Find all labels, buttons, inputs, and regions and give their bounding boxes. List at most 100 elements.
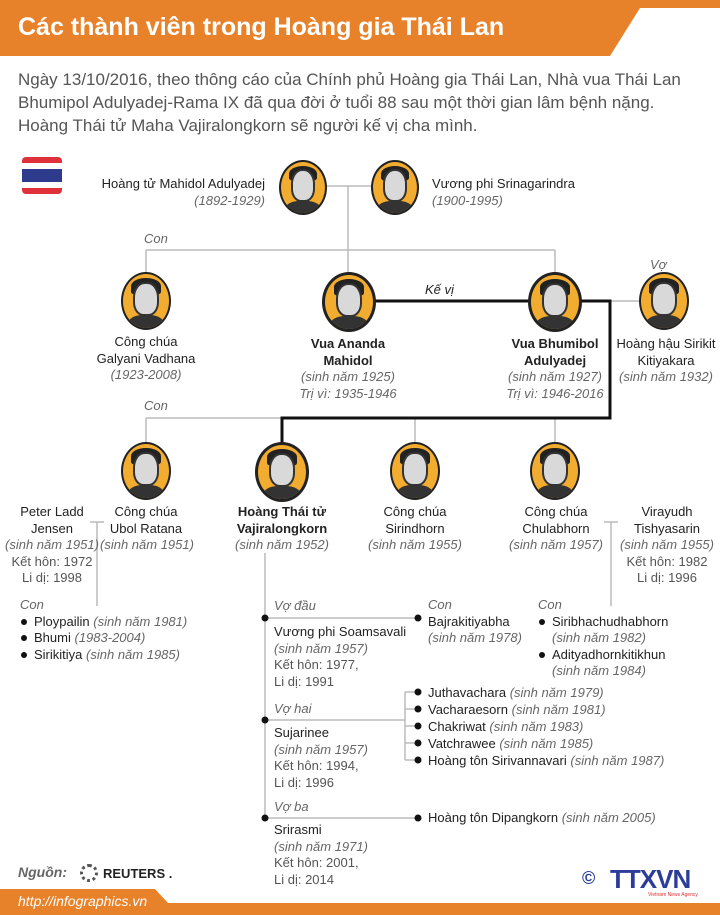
portrait-ananda <box>322 272 376 332</box>
label-succession: Kế vị <box>425 282 454 297</box>
person-dates: (sinh năm 1955) <box>620 537 714 552</box>
person-reign: Trị vì: 1946-2016 <box>506 385 604 401</box>
thailand-flag-icon <box>22 157 62 194</box>
marriage-year: Kết hôn: 1972 <box>11 553 93 569</box>
person-dates: (sinh năm 1932) <box>619 369 713 384</box>
child-item: Chakriwat (sinh năm 1983) <box>428 719 584 734</box>
person-reign: Trị vì: 1935-1946 <box>299 385 397 401</box>
label-con: Con <box>538 597 562 612</box>
wife1-children: Con Bajrakitiyabha (sinh năm 1978) <box>428 597 522 647</box>
divorce-year: Li dị: 1991 <box>274 673 334 689</box>
person-name: Tishyasarin <box>634 520 700 536</box>
label-con: Con <box>428 597 452 612</box>
portrait-sirindhorn <box>390 442 440 500</box>
person-name: Galyani Vadhana <box>96 350 196 366</box>
chulabhorn-children: Con Siribhachudhabhorn(sinh năm 1982) Ad… <box>538 597 668 680</box>
person-name: Vua Bhumibol <box>511 336 599 351</box>
child-item: Hoàng tôn Dipangkorn (sinh năm 2005) <box>428 810 656 825</box>
intro-line: Hoàng Thái tử Maha Vajiralongkorn sẽ ngư… <box>18 116 478 135</box>
child-item: Ploypailin (sinh năm 1981) <box>20 614 187 631</box>
portrait-bhumibol <box>528 272 582 332</box>
person-name: Hoàng tử Mahidol Adulyadej <box>101 176 265 191</box>
person-bhumibol: Vua Bhumibol Adulyadej (sinh năm 1927) T… <box>495 336 615 402</box>
wife-srirasmi: Srirasmi (sinh năm 1971) Kết hôn: 2001, … <box>274 822 368 888</box>
person-name: Srirasmi <box>274 822 322 837</box>
child-item: Juthavachara (sinh năm 1979) <box>428 685 604 700</box>
person-ubol-ratana: Công chúa Ubol Ratana (sinh năm 1951) <box>100 504 194 554</box>
child-item: Adityadhornkitikhun(sinh năm 1984) <box>538 647 668 680</box>
person-ananda: Vua Ananda Mahidol (sinh năm 1925) Trị v… <box>288 336 408 402</box>
footer-banner <box>0 889 720 915</box>
source-name: REUTERS . <box>103 866 173 881</box>
person-dates: (sinh năm 1952) <box>235 537 329 552</box>
person-name: Công chúa <box>524 504 588 519</box>
person-dates: (1900-1995) <box>432 192 503 208</box>
person-srinagarindra: Vương phi Srinagarindra (1900-1995) <box>432 176 575 209</box>
person-sirindhorn: Công chúa Sirindhorn (sinh năm 1955) <box>360 504 470 554</box>
label-con: Con <box>144 231 168 246</box>
marriage-year: Kết hôn: 1994, <box>274 758 359 773</box>
portrait-mahidol <box>279 160 327 215</box>
person-mahidol: Hoàng tử Mahidol Adulyadej (1892-1929) <box>102 176 265 209</box>
label-first-wife: Vợ đầu <box>274 598 316 613</box>
person-name: Hoàng Thái tử <box>237 504 327 519</box>
person-name: Sirindhorn <box>385 520 445 536</box>
intro-line: Bhumipol Adulyadej-Rama IX đã qua đời ở … <box>18 93 655 112</box>
wife2-children: Juthavachara (sinh năm 1979) Vacharaesor… <box>428 684 664 769</box>
label-third-wife: Vợ ba <box>274 799 309 814</box>
person-name: Vajiralongkorn <box>236 520 328 536</box>
person-name: Công chúa <box>114 334 178 349</box>
child-name: Bajrakitiyabha <box>428 613 510 629</box>
person-dates: (sinh năm 1957) <box>509 537 603 552</box>
person-dates: (sinh năm 1925) <box>301 369 395 384</box>
person-name: Ubol Ratana <box>109 520 183 536</box>
person-name: Mahidol <box>323 352 373 368</box>
intro-line: Ngày 13/10/2016, theo thông cáo của Chín… <box>18 70 681 89</box>
person-name: Chulabhorn <box>522 520 590 536</box>
marriage-year: Kết hôn: 1977, <box>274 657 359 672</box>
child-item: Sirikitiya (sinh năm 1985) <box>20 647 187 664</box>
label-con: Con <box>144 398 168 413</box>
person-name: Adulyadej <box>523 352 587 368</box>
person-name: Jensen <box>31 520 73 536</box>
person-dates: (1892-1929) <box>194 192 265 208</box>
child-item: Siribhachudhabhorn(sinh năm 1982) <box>538 614 668 647</box>
person-sirikit: Hoàng hậu Sirikit Kitiyakara (sinh năm 1… <box>612 336 720 386</box>
footer-url[interactable]: http://infographics.vn <box>18 893 148 909</box>
child-item: Hoàng tôn Sirivannavari (sinh năm 1987) <box>428 753 665 768</box>
intro-text: Ngày 13/10/2016, theo thông cáo của Chín… <box>18 68 681 137</box>
person-dates: (1923-2008) <box>110 367 182 382</box>
person-name: Công chúa <box>114 504 178 519</box>
person-dates: (sinh năm 1957) <box>274 640 368 656</box>
divorce-year: Li dị: 1998 <box>22 570 82 585</box>
ubol-children: Con Ploypailin (sinh năm 1981) Bhumi (19… <box>20 597 187 663</box>
child-item: Vacharaesorn (sinh năm 1981) <box>428 702 606 717</box>
person-name: Vua Ananda <box>310 336 386 351</box>
person-name: Vương phi Soamsavali <box>274 624 407 639</box>
person-name: Công chúa <box>383 504 447 519</box>
portrait-sirikit <box>639 272 689 330</box>
person-name: Sujarinee <box>274 725 329 740</box>
person-dates: (sinh năm 1951) <box>5 537 99 552</box>
divorce-year: Li dị: 2014 <box>274 871 334 887</box>
portrait-chulabhorn <box>530 442 580 500</box>
person-name: Kitiyakara <box>637 352 695 368</box>
person-name: Vương phi Srinagarindra <box>432 176 575 191</box>
wife-sujarinee: Sujarinee (sinh năm 1957) Kết hôn: 1994,… <box>274 725 368 791</box>
label-con: Con <box>20 597 44 612</box>
ttxvn-logo-subtitle: Vietnam News Agency <box>648 892 698 898</box>
person-galyani: Công chúa Galyani Vadhana (1923-2008) <box>86 334 206 384</box>
person-name: Peter Ladd <box>20 504 84 519</box>
person-dates: (sinh năm 1951) <box>100 537 194 552</box>
child-item: Bhumi (1983-2004) <box>20 630 187 647</box>
person-virayudh: Virayudh Tishyasarin (sinh năm 1955) Kết… <box>618 504 716 587</box>
copyright-icon: © <box>582 868 596 888</box>
portrait-galyani <box>121 272 171 330</box>
portrait-ubol-ratana <box>121 442 171 500</box>
ttxvn-logo: TTXVN <box>610 864 691 894</box>
person-dates: (sinh năm 1955) <box>368 537 462 552</box>
portrait-srinagarindra <box>371 160 419 215</box>
portrait-vajiralongkorn <box>255 442 309 502</box>
label-second-wife: Vợ hai <box>274 701 312 716</box>
divorce-year: Li dị: 1996 <box>274 774 334 790</box>
